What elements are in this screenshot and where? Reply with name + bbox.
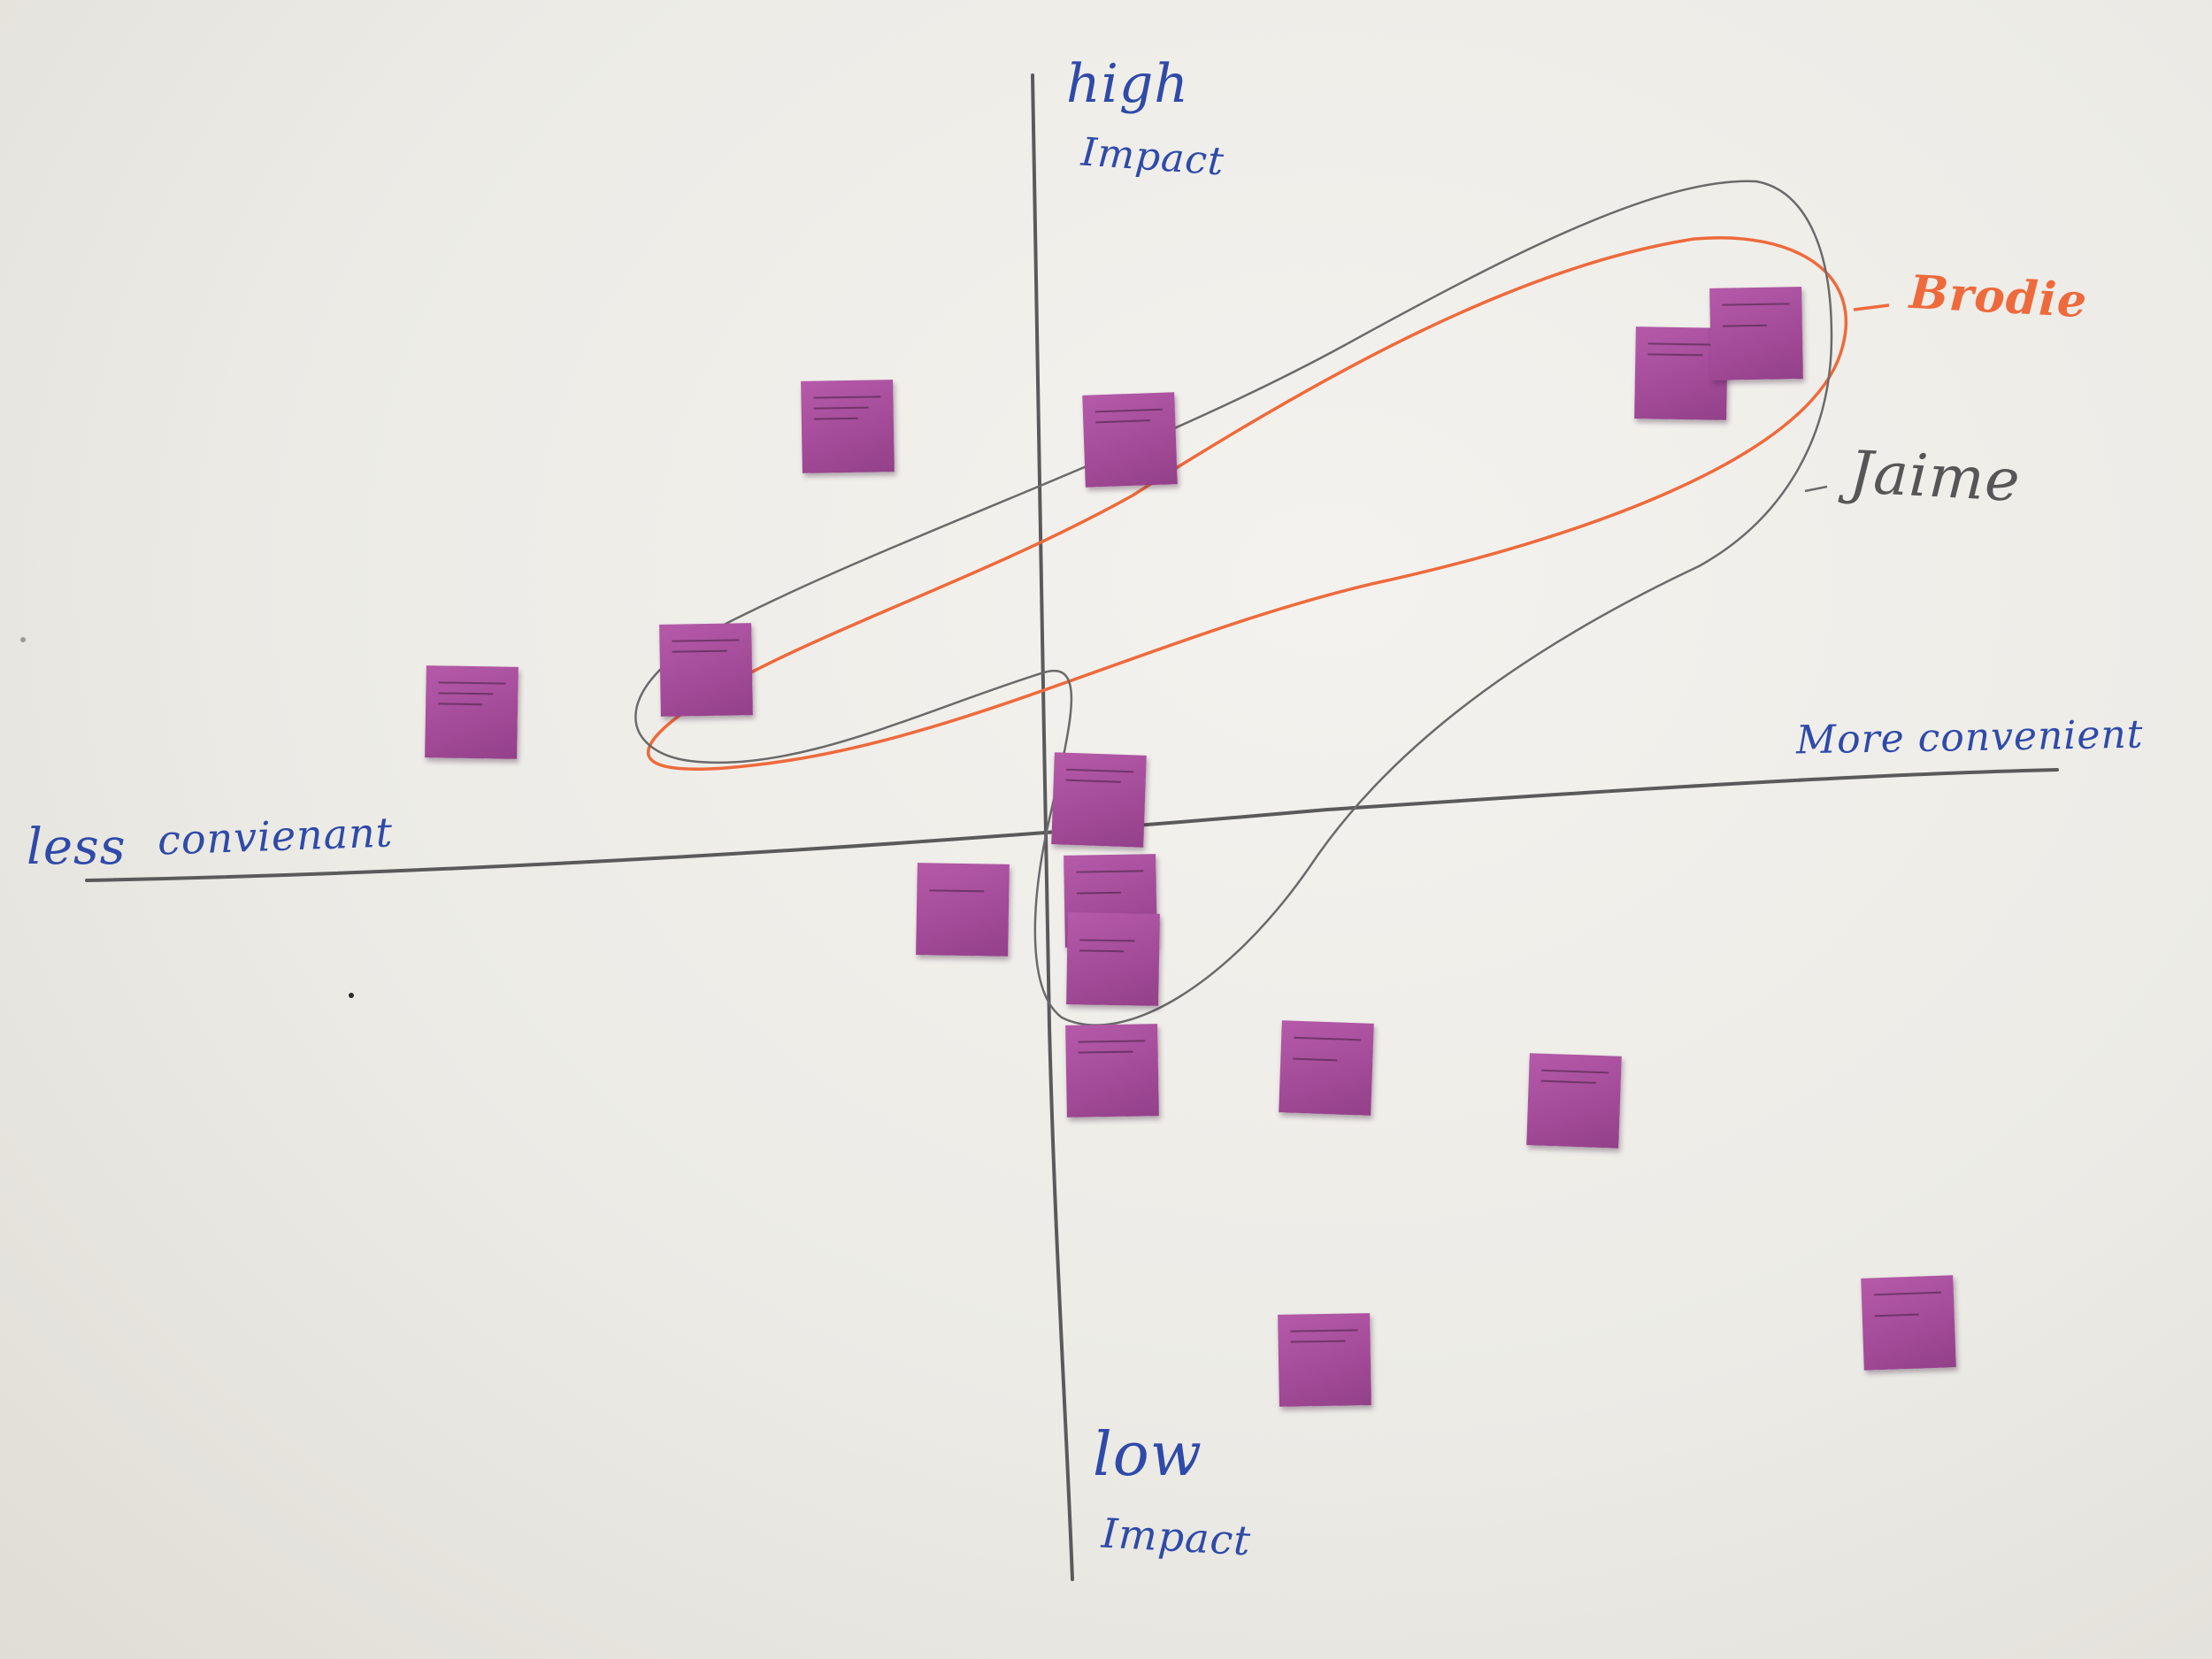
vertical-axis-line bbox=[1031, 73, 1074, 1581]
horizontal-axis-line bbox=[85, 768, 2059, 882]
sticky-note bbox=[916, 863, 1010, 956]
jaime-name-label: Jaime bbox=[1847, 437, 2023, 516]
bottom-axis-label-low: low bbox=[1093, 1420, 1202, 1490]
sticky-note bbox=[1279, 1020, 1374, 1116]
brodie-orange-pointer bbox=[1853, 303, 1890, 311]
left-axis-label-convienant: convienant bbox=[157, 808, 395, 864]
sticky-note bbox=[1051, 752, 1147, 848]
sticky-note bbox=[1082, 392, 1178, 488]
sticky-note bbox=[425, 665, 518, 759]
top-axis-label-high: high bbox=[1066, 53, 1189, 115]
bottom-axis-label-impact: Impact bbox=[1100, 1509, 1253, 1565]
jaime-gray-loop bbox=[634, 180, 1833, 1026]
jaime-gray-pointer bbox=[1804, 485, 1828, 493]
sticky-note bbox=[1526, 1053, 1622, 1148]
sticky-note bbox=[1861, 1275, 1956, 1371]
sticky-note bbox=[1065, 1024, 1159, 1118]
marker-dot bbox=[20, 637, 26, 642]
brodie-orange-loop bbox=[646, 236, 1847, 772]
sticky-note bbox=[1278, 1313, 1371, 1407]
sticky-note bbox=[1709, 287, 1803, 380]
sticky-note bbox=[801, 380, 895, 473]
left-axis-label-less: less bbox=[27, 818, 127, 876]
brodie-name-label: Brodie bbox=[1908, 265, 2089, 329]
sticky-note bbox=[1066, 912, 1160, 1006]
right-axis-label-more-convenient: More convenient bbox=[1795, 711, 2144, 764]
sticky-note bbox=[659, 623, 753, 717]
marker-dot bbox=[349, 993, 354, 998]
